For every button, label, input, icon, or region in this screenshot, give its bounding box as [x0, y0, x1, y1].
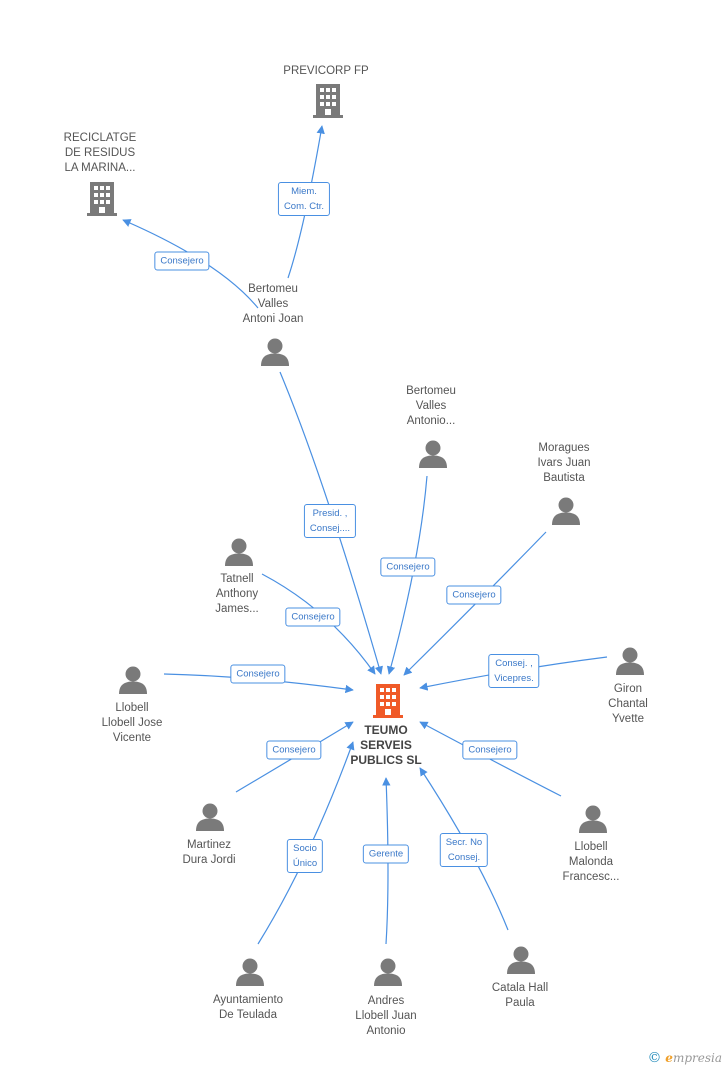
tatnell-label[interactable]: Tatnell Anthony James... — [215, 573, 259, 615]
llobell-malonda-label[interactable]: Llobell Malonda Francesc... — [562, 841, 620, 883]
catala-label[interactable]: Catala Hall Paula — [491, 982, 549, 1009]
moragues-person-icon[interactable] — [551, 497, 581, 525]
martinez-label[interactable]: Martinez Dura Jordi — [182, 839, 236, 866]
edge-label-martinez: Consejero — [266, 740, 322, 760]
edge-label-reciclatge: Consejero — [154, 251, 210, 271]
edge-label-ayuntamiento: Socio Único — [286, 839, 324, 873]
andres-label[interactable]: Andres Llobell Juan Antonio — [355, 995, 417, 1037]
edge-label-catala: Secr. No Consej. — [439, 833, 489, 867]
reciclatge-label[interactable]: RECICLATGE DE RESIDUS LA MARINA... — [63, 132, 137, 174]
catala-person-icon[interactable] — [506, 946, 536, 974]
moragues-label[interactable]: Moragues Ivars Juan Bautista — [537, 442, 591, 484]
edge-andres-teumo — [382, 777, 391, 945]
llobell-jose-person-icon[interactable] — [118, 666, 148, 694]
teumo-building-icon[interactable] — [372, 684, 404, 718]
bertomeu-joan-person-icon[interactable] — [260, 338, 290, 366]
empresia-watermark: © empresia — [647, 1050, 722, 1066]
bertomeu-antonio-label[interactable]: Bertomeu Valles Antonio... — [406, 385, 456, 427]
tatnell-person-icon[interactable] — [224, 538, 254, 566]
edge-label-previcorp: Miem. Com. Ctr. — [277, 182, 331, 216]
edge-label-moragues: Consejero — [446, 585, 502, 605]
edge-label-llobell-malonda: Consejero — [462, 740, 518, 760]
edge-llobell-malonda-teumo — [419, 721, 562, 797]
edge-bertomeu-joan-teumo — [279, 371, 383, 675]
llobell-malonda-person-icon[interactable] — [578, 805, 608, 833]
edge-label-llobell-jose: Consejero — [230, 664, 286, 684]
giron-person-icon[interactable] — [615, 647, 645, 675]
previcorp-label[interactable]: PREVICORP FP — [283, 65, 369, 77]
edge-label-bertomeu-joan: Presid. , Consej.... — [303, 504, 357, 538]
edge-label-giron: Consej. , Vicepres. — [488, 654, 540, 688]
edge-label-tatnell: Consejero — [285, 607, 341, 627]
bertomeu-joan-label[interactable]: Bertomeu Valles Antoni Joan — [242, 283, 304, 325]
bertomeu-antonio-person-icon[interactable] — [418, 440, 448, 468]
copyright-icon: © — [647, 1050, 662, 1066]
ayuntamiento-person-icon[interactable] — [235, 958, 265, 986]
edge-label-andres: Gerente — [362, 844, 410, 864]
edge-label-bertomeu-antonio: Consejero — [380, 557, 436, 577]
giron-label[interactable]: Giron Chantal Yvette — [608, 683, 648, 725]
previcorp-building-icon[interactable] — [312, 84, 344, 118]
ayuntamiento-label[interactable]: Ayuntamiento De Teulada — [212, 994, 284, 1021]
reciclatge-building-icon[interactable] — [86, 182, 118, 216]
teumo-label[interactable]: TEUMO SERVEIS PUBLICS SL — [350, 723, 422, 767]
martinez-person-icon[interactable] — [195, 803, 225, 831]
andres-person-icon[interactable] — [373, 958, 403, 986]
llobell-jose-label[interactable]: Llobell Llobell Jose Vicente — [101, 702, 163, 744]
